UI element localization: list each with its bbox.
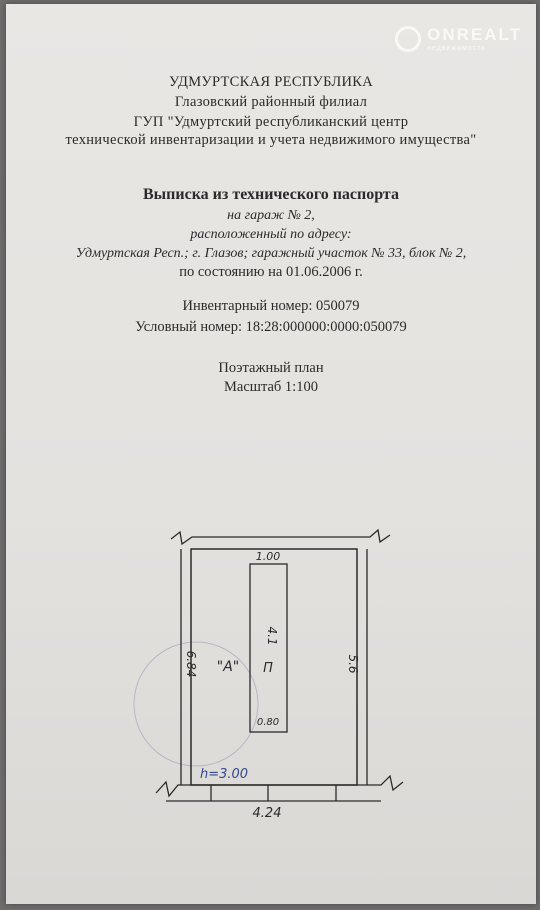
plan-scale: Масштаб 1:100 (224, 379, 318, 395)
height-note: h=3.00 (200, 767, 248, 782)
header-org-line1: ГУП "Удмуртский республиканский центр (133, 114, 409, 130)
inventory-number: Инвентарный номер: 050079 (182, 298, 360, 314)
document-object: на гараж № 2, (227, 208, 315, 223)
watermark-tagline: недвижимость (427, 44, 487, 52)
header-org-line2: технической инвентаризации и учета недви… (65, 132, 477, 148)
room-label: "А" (217, 659, 239, 675)
dim-pit-width: 1.00 (256, 550, 281, 563)
header-republic: УДМУРТСКАЯ РЕСПУБЛИКА (168, 74, 374, 90)
pit-label: П (263, 661, 273, 676)
paper-sheet: ONREALT недвижимость УДМУРТСКАЯ РЕСПУБЛИ… (6, 4, 536, 904)
conditional-number: Условный номер: 18:28:000000:0000:050079 (135, 319, 407, 335)
pit-length: 4.1 (265, 626, 279, 645)
document-located: расположенный по адресу: (190, 227, 352, 242)
inspection-pit (249, 563, 288, 733)
document-title: Выписка из технического паспорта (143, 186, 399, 203)
bottom-foundation-line (155, 774, 404, 798)
dim-left: 6.84 (184, 651, 198, 678)
floor-plan-drawing: 1.00 6.84 5.6 "А" 4.1 П 0.80 h=3.00 4.24 (133, 528, 404, 821)
top-dimension-line (170, 528, 391, 546)
document-address: Удмуртская Респ.; г. Глазов; гаражный уч… (75, 246, 467, 261)
plan-title: Поэтажный план (218, 360, 324, 376)
watermark: ONREALT недвижимость (395, 26, 522, 52)
dim-bottom: 4.24 (253, 806, 282, 821)
pit-width: 0.80 (257, 717, 279, 728)
onrealt-logo-icon (395, 26, 422, 52)
dim-right: 5.6 (346, 654, 360, 673)
header-branch: Глазовский районный филиал (174, 94, 368, 110)
watermark-brand: ONREALT (427, 24, 522, 44)
stamp-circle (133, 641, 259, 767)
document-as-of: по состоянию на 01.06.2006 г. (179, 264, 363, 280)
